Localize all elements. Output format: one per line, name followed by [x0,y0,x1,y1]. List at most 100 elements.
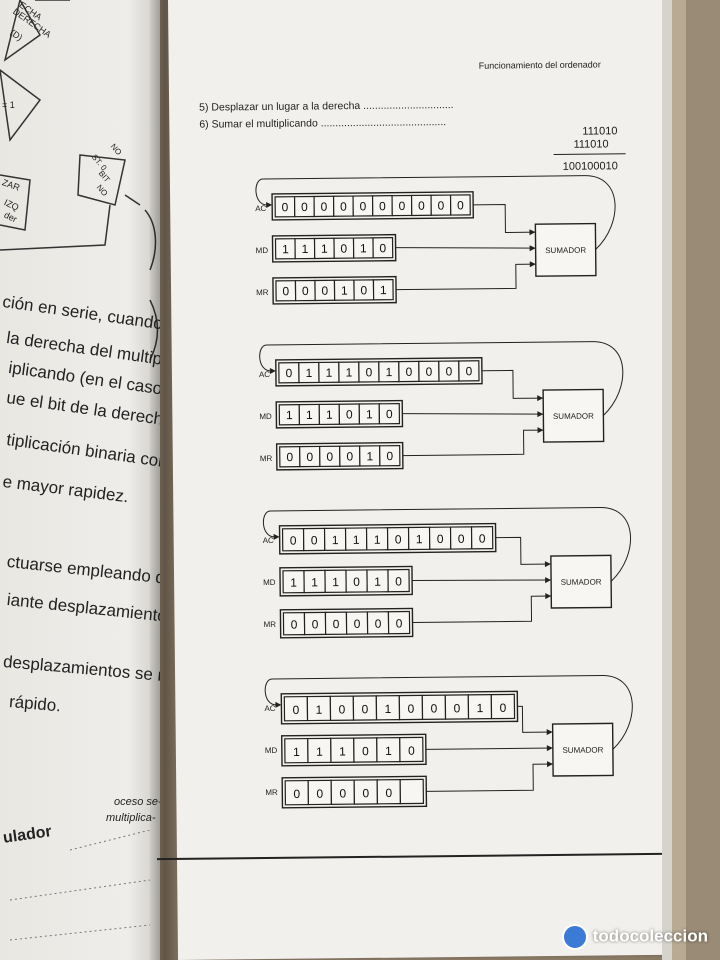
register-ac-bit-value: 0 [438,199,445,213]
register-ac-bit-value: 0 [431,701,438,715]
register-mr-bit-value: 0 [282,284,289,298]
register-ac-bit-cell [458,360,480,382]
register-md-bit-value: 0 [386,407,393,421]
register-ac-bit-value: 0 [301,200,308,214]
register-label-ac: AC [264,704,275,713]
adder-box [550,554,613,609]
register-ac-bit-value: 1 [374,533,381,547]
flow-curve [149,299,159,361]
register-mr-bit-value: 0 [333,617,340,631]
wire-arrowhead [273,533,280,540]
flow-diamond [0,69,42,142]
register-ac-bit-cell [470,526,494,550]
register-md-bit-value: 1 [306,408,313,422]
wire-arrowhead [537,411,544,418]
feedback-wire [255,175,616,250]
register-ac-bit-value: 0 [418,199,425,213]
left-text-line: rápido. [8,692,62,716]
running-header: Funcionamiento del ordenador [478,59,601,71]
register-ac-bit-value: 1 [385,365,392,379]
left-text-line: iante desplazamientos [6,590,160,627]
register-mr-bit-value: 0 [326,450,333,464]
step-5: 5) Desplazar un lugar a la derecha .....… [199,99,454,114]
wire-arrowhead [537,395,544,402]
wire-md [402,413,544,415]
register-ac-bit-value: 0 [365,365,372,379]
register-md-bit-value: 1 [326,408,333,422]
watermark: todocoleccion [561,924,708,950]
register-mr-bit-value: 1 [341,284,348,298]
register-ac-bit-value: 0 [395,532,402,546]
wire-ac [495,536,551,565]
wire-arrowhead [269,367,276,374]
dotted-line [9,879,151,901]
left-answer-lines [9,830,151,941]
wire-ac [481,369,544,399]
wire-arrowhead [545,577,552,584]
register-ac-bit-value: 1 [353,533,360,547]
watermark-logo-icon [561,924,588,950]
page-stack-edge [662,0,720,960]
register-md-bit-value: 0 [340,242,347,256]
page-edge-strip [662,0,672,960]
flow-line [0,204,111,251]
left-text-line: desplazamientos se nec [2,652,160,687]
flow-box-top [3,0,41,62]
register-md-bit-value: 1 [332,575,339,589]
register-mr-bit-value: 0 [386,449,393,463]
sum-operand-2: 111010 [573,138,609,151]
register-ac-bit-value: 0 [285,366,292,380]
register-label-ac: AC [259,370,270,379]
register-mr-bit-value: 0 [312,617,319,631]
register-ac-bit-value: 1 [345,365,352,379]
register-ac-bit-value: 0 [360,199,367,213]
adder-label: SUMADOR [561,577,602,586]
register-ac-bit-value: 1 [305,366,312,380]
step-6: 6) Sumar el multiplicando ..............… [199,116,447,131]
register-mr-bit-cell [372,279,394,301]
register-label-mr: MR [265,788,278,797]
register-mr-bit-value: 0 [375,617,382,631]
left-page: ECHA DERECHA (D) = 1 ZAR IZQ der NO ST. … [0,0,160,960]
register-mr-bit-value: 0 [321,284,328,298]
left-flowchart [0,0,159,361]
register-mr-bit-value: 0 [339,786,346,800]
register-ac-bit-value: 0 [465,364,472,378]
register-label-ac: AC [263,536,274,545]
register-label-md: MD [265,746,278,755]
wire-arrowhead [545,593,552,600]
register-md-bit-value: 0 [379,241,386,255]
wire-mr [396,263,536,291]
register-label-mr: MR [256,288,269,297]
register-ac-bit-value: 0 [362,702,369,716]
wire-arrowhead [546,745,553,752]
wire-arrowhead [529,261,536,268]
register-mr-bit-value: 0 [385,786,392,800]
dotted-line [9,924,151,941]
wire-md [412,579,552,581]
register-md-bit-value: 0 [353,575,360,589]
wire-arrowhead [546,761,554,768]
right-page: Funcionamiento del ordenador 5) Desplaza… [156,0,697,960]
left-body-text: ción en serie, cuando se la derecha del … [0,290,160,850]
register-ac-bit-value: 0 [290,534,297,548]
left-text-line: multiplica- [106,812,156,824]
register-md-bit-value: 0 [346,407,353,421]
adder-label: SUMADOR [562,745,603,754]
register-md-bit-cell [378,402,401,425]
register-ac-bit-value: 0 [425,365,432,379]
register-mr-bit-value: 0 [316,787,323,801]
register-mr-frame [272,275,397,305]
left-text-line: oceso se- [114,796,160,808]
register-md-bit-value: 1 [282,242,289,256]
register-md-bit-cell [372,237,394,259]
register-mr-bit-value: 0 [293,787,300,801]
register-md-bit-value: 1 [301,242,308,256]
register-md-bit-value: 1 [311,575,318,589]
register-ac-bit-value: 0 [399,199,406,213]
register-mr-bit-value: 0 [360,283,367,297]
page-edge-strip [672,0,686,960]
left-text-line: tiplicación binaria consi [5,430,160,473]
feedback-wire [259,341,624,416]
